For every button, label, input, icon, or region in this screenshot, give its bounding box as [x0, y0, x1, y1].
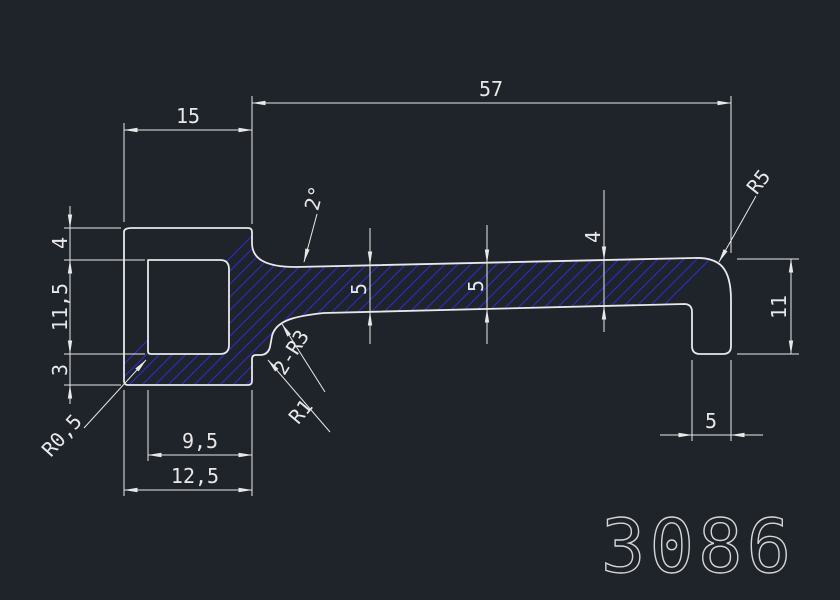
dim-total-width: 57 — [479, 77, 503, 101]
dim-bottom-outer-width: 12,5 — [171, 464, 219, 488]
dim-inner-height: 11,5 — [48, 283, 72, 331]
dim-leg-height: 11 — [767, 295, 791, 319]
dim-fillet-r1: R1 — [284, 395, 318, 429]
dimensions: 57 15 4 11,5 3 R0,5 9,5 12,5 2° — [37, 77, 799, 496]
dim-flange-width: 15 — [176, 104, 200, 128]
dim-web-thickness-left: 5 — [347, 283, 371, 295]
dim-bottom-thickness: 3 — [48, 364, 72, 376]
dim-leg-width: 5 — [705, 409, 717, 433]
dim-radius-r5: R5 — [742, 165, 776, 199]
dim-taper-angle: 2° — [300, 183, 329, 212]
dim-fillets-r3: 2-R3 — [268, 326, 314, 380]
dim-web-thickness-mid: 5 — [464, 280, 488, 292]
dim-radius-small: R0,5 — [37, 409, 87, 461]
part-number: 3086 — [601, 504, 795, 590]
dim-web-thickness-right: 4 — [581, 231, 605, 243]
profile-outline — [123, 227, 732, 386]
dim-bottom-inner-width: 9,5 — [182, 429, 218, 453]
dim-flange-thickness: 4 — [48, 237, 72, 249]
section-hatch-pattern — [124, 228, 731, 385]
